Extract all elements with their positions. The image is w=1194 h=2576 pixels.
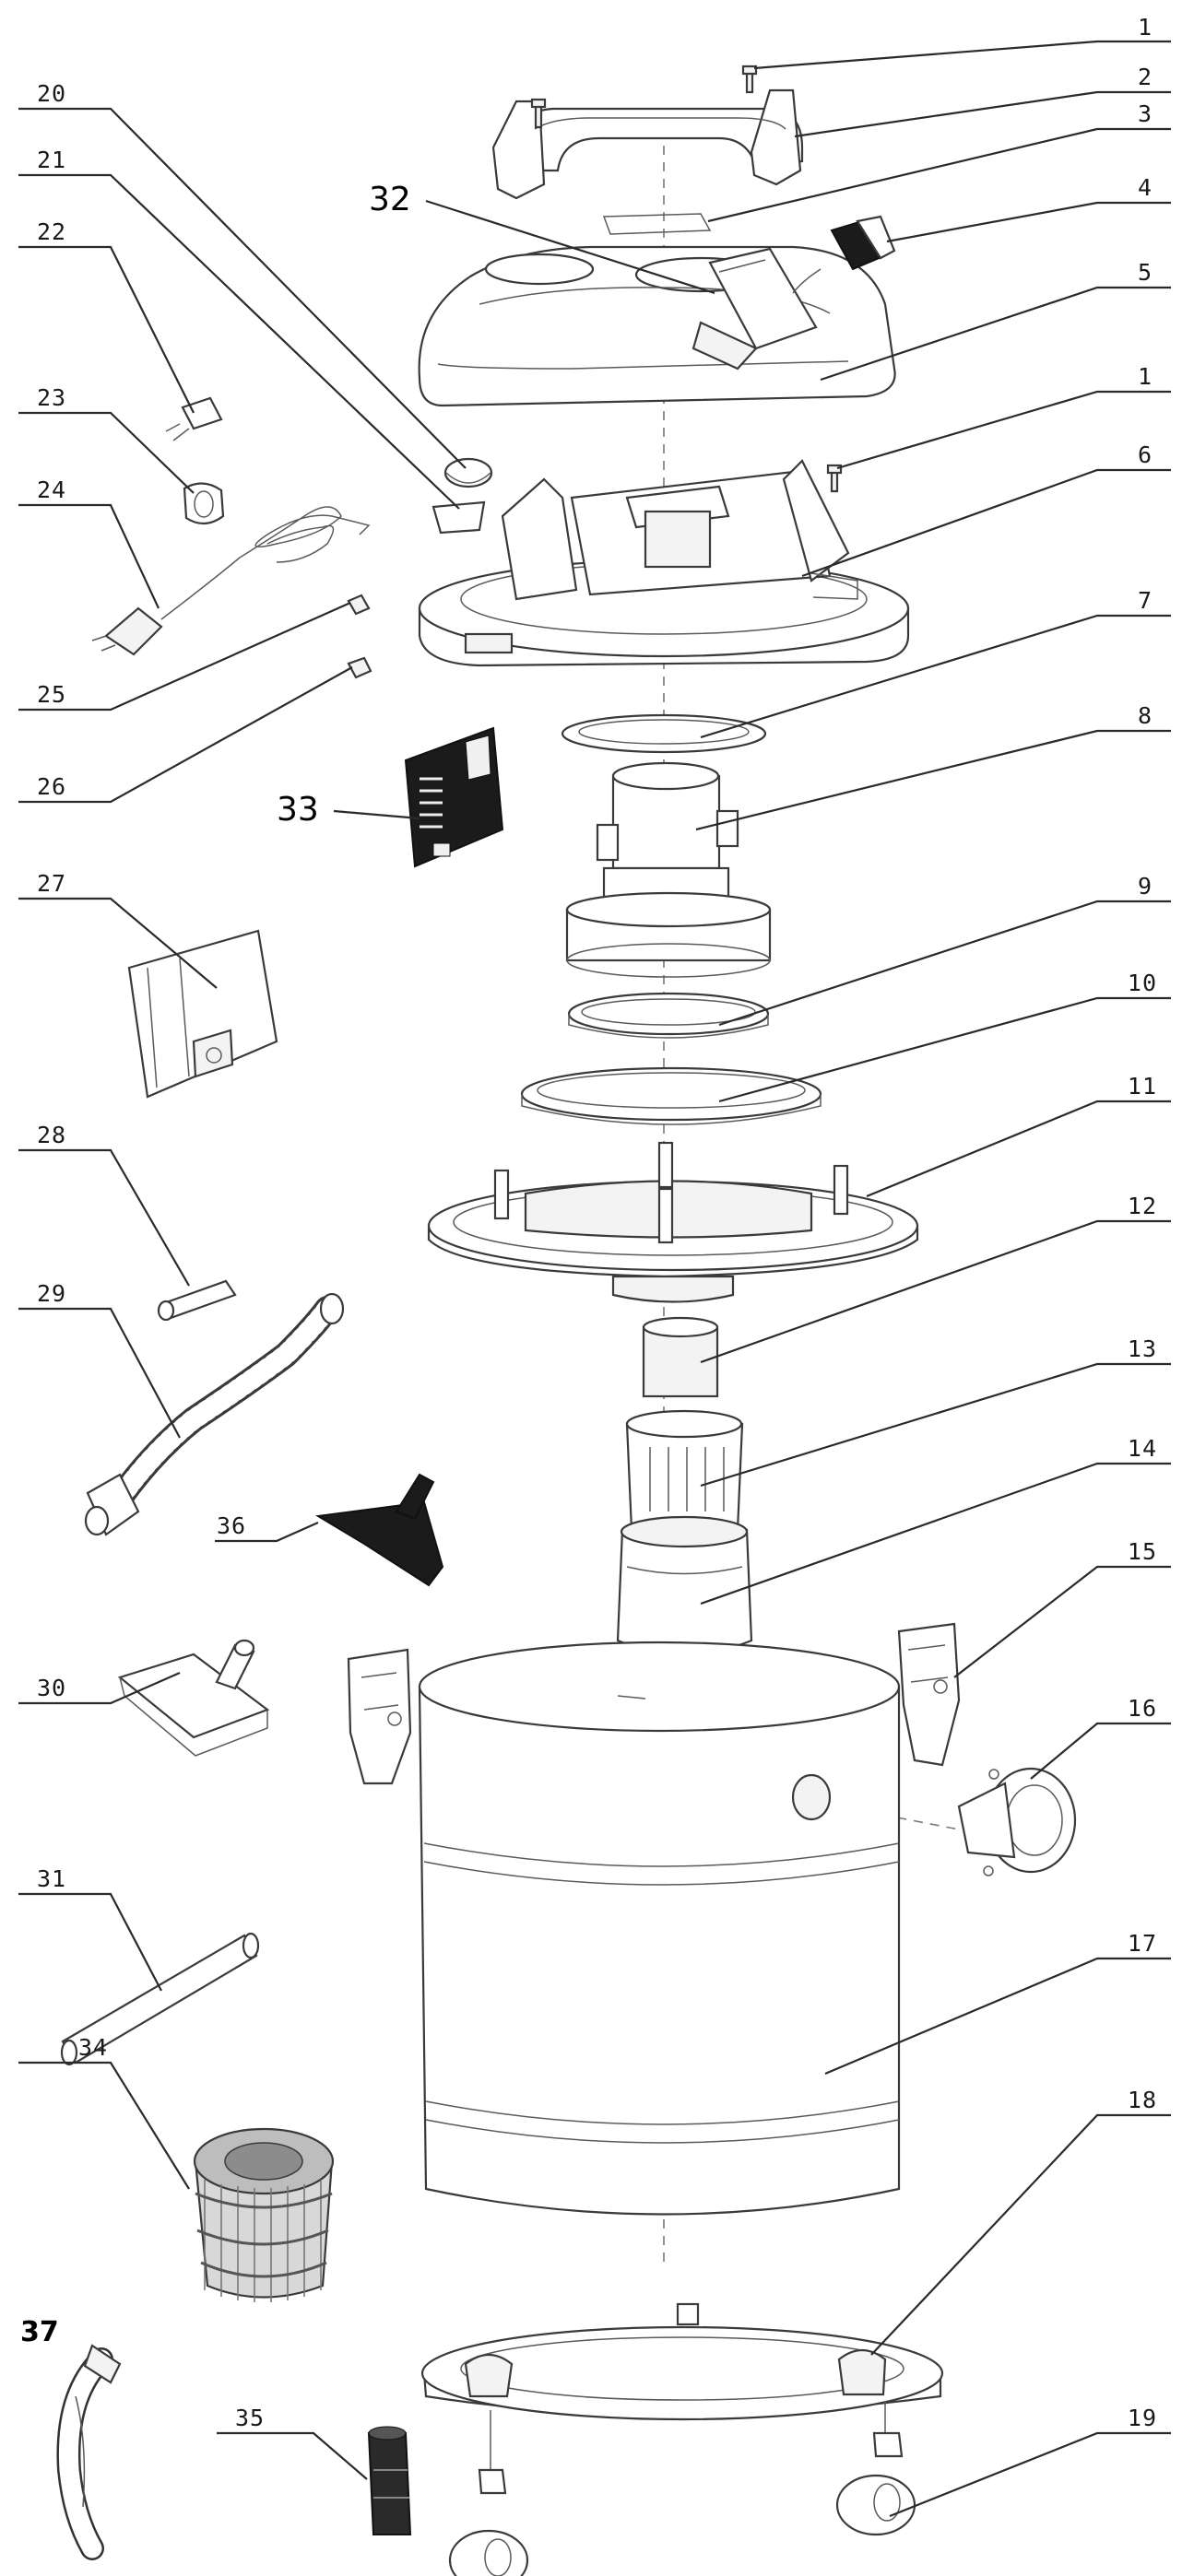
part-connector — [792, 215, 896, 294]
part-cable-block — [165, 396, 223, 441]
part-sleeve — [642, 1316, 719, 1398]
part-switch — [692, 247, 818, 371]
part-clip — [431, 500, 486, 535]
callout-3: 3 — [1138, 100, 1153, 127]
part-label-plate — [602, 213, 712, 235]
callout-13: 13 — [1128, 1335, 1157, 1362]
callout-9: 9 — [1138, 873, 1153, 900]
callout-12: 12 — [1128, 1193, 1157, 1219]
callout-23: 23 — [37, 384, 66, 411]
screw-icon — [826, 464, 843, 493]
part-grommet — [183, 482, 225, 525]
part-motor-plate — [427, 1141, 919, 1303]
callout-19: 19 — [1128, 2405, 1157, 2431]
part-motor-cover — [418, 245, 896, 407]
callout-1b: 1 — [1138, 363, 1153, 390]
callout-5: 5 — [1138, 259, 1153, 286]
callout-35: 35 — [235, 2405, 265, 2431]
part-flexible-hose — [84, 1292, 345, 1536]
callout-10: 10 — [1128, 970, 1157, 996]
callout-36: 36 — [217, 1512, 246, 1539]
callout-31: 31 — [37, 1865, 66, 1892]
part-clamp-left — [347, 1648, 412, 1785]
callout-28: 28 — [37, 1122, 66, 1148]
part-dust-bag — [127, 929, 278, 1099]
callout-26: 26 — [37, 773, 66, 800]
part-clamp-right — [897, 1622, 961, 1767]
part-power-cord — [91, 506, 371, 656]
callout-25: 25 — [37, 681, 66, 708]
part-motor — [565, 761, 772, 978]
callout-8: 8 — [1138, 702, 1153, 729]
part-dolly-base — [420, 2302, 944, 2421]
part-adapter — [367, 2426, 412, 2535]
part-handle — [491, 88, 804, 200]
part-cap — [443, 457, 493, 488]
callout-33: 33 — [277, 791, 319, 829]
part-extension-tube — [60, 1932, 260, 2066]
callout-32: 32 — [369, 181, 411, 218]
part-circuit-board — [404, 726, 504, 868]
callout-11: 11 — [1128, 1073, 1157, 1100]
part-bent-tube — [56, 2344, 122, 2560]
part-crevice-nozzle — [157, 1279, 237, 1322]
leader-lines — [18, 40, 1171, 2518]
callout-30: 30 — [37, 1675, 66, 1701]
callout-2: 2 — [1138, 64, 1153, 90]
part-terminal — [347, 656, 372, 679]
part-float-valve — [616, 1515, 753, 1656]
callout-29: 29 — [37, 1280, 66, 1307]
callout-27: 27 — [37, 870, 66, 897]
callout-15: 15 — [1128, 1538, 1157, 1565]
callout-34: 34 — [78, 2034, 108, 2061]
callout-20: 20 — [37, 80, 66, 107]
callout-7: 7 — [1138, 587, 1153, 614]
callout-1: 1 — [1138, 14, 1153, 41]
part-cartridge-filter — [193, 2127, 335, 2302]
callout-24: 24 — [37, 476, 66, 503]
part-ring-gasket — [561, 713, 767, 754]
callout-37: 37 — [20, 2316, 59, 2348]
screw-icon — [530, 65, 758, 129]
callout-21: 21 — [37, 147, 66, 173]
part-small-connector — [347, 594, 371, 616]
part-castor — [448, 2401, 916, 2576]
callout-6: 6 — [1138, 441, 1153, 468]
part-inlet-port — [957, 1767, 1077, 1876]
part-floor-nozzle — [117, 1639, 270, 1757]
part-motor-housing — [418, 459, 910, 667]
part-filter-cage — [625, 1409, 744, 1532]
part-floor-nozzle-dark — [315, 1473, 444, 1587]
part-ring-seal — [567, 992, 770, 1039]
part-large-ring — [520, 1066, 822, 1125]
callout-17: 17 — [1128, 1930, 1157, 1957]
callout-14: 14 — [1128, 1435, 1157, 1462]
callout-labels: 1 2 3 4 5 1 6 7 8 9 10 11 12 13 14 15 16… — [20, 14, 1157, 2431]
callout-16: 16 — [1128, 1695, 1157, 1722]
callout-22: 22 — [37, 218, 66, 245]
part-tank — [418, 1641, 901, 2216]
callout-18: 18 — [1128, 2087, 1157, 2113]
callout-4: 4 — [1138, 174, 1153, 201]
